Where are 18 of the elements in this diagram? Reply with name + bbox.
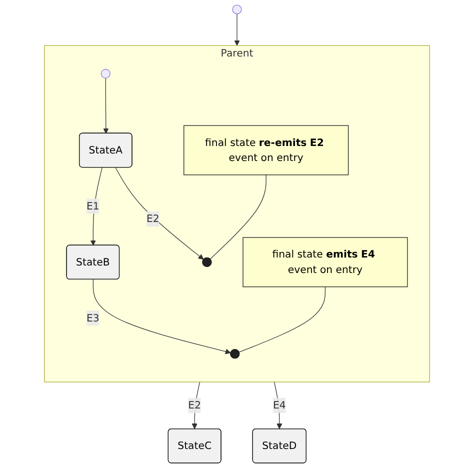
arrow <box>90 167 102 246</box>
edge-label: E3 <box>86 312 100 324</box>
node-circle <box>100 68 110 78</box>
edge-label: E2 <box>188 399 202 412</box>
arrow <box>115 167 204 260</box>
node-box: final state emits E4 event on entry <box>242 237 408 288</box>
arrow <box>103 78 109 134</box>
arrow <box>234 14 240 46</box>
arrow <box>92 279 231 354</box>
arrow <box>274 382 282 430</box>
edge-label: E2 <box>146 212 160 225</box>
edge-label: E4 <box>272 399 286 412</box>
connector <box>210 174 266 260</box>
connector <box>238 286 326 353</box>
edge-label: E1 <box>86 200 100 212</box>
arrow <box>192 382 200 430</box>
node-box: final state re-emits E2 event on entry <box>184 125 349 176</box>
node-circle <box>232 4 242 14</box>
